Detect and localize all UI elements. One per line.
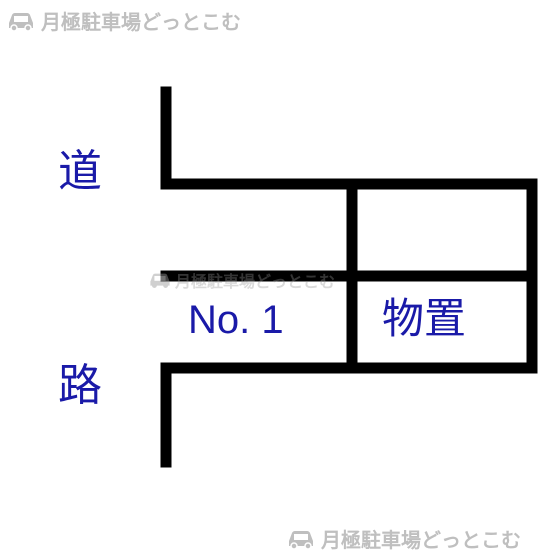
watermark-top: 月極駐車場どっとこむ	[6, 6, 241, 35]
parking-space-label: No. 1	[188, 298, 284, 342]
car-icon	[150, 273, 170, 288]
watermark-bottom: 月極駐車場どっとこむ	[286, 524, 521, 553]
watermark-text: 月極駐車場どっとこむ	[175, 272, 336, 291]
watermark-center: 月極駐車場どっとこむ	[148, 268, 335, 292]
storage-label: 物置	[382, 294, 467, 343]
watermark-text: 月極駐車場どっとこむ	[41, 10, 241, 34]
watermark-text: 月極駐車場どっとこむ	[321, 528, 521, 552]
car-icon	[289, 530, 313, 550]
road-label-char-2: 路	[58, 360, 102, 411]
road-label-char-1: 道	[58, 146, 102, 197]
car-icon	[9, 12, 33, 32]
